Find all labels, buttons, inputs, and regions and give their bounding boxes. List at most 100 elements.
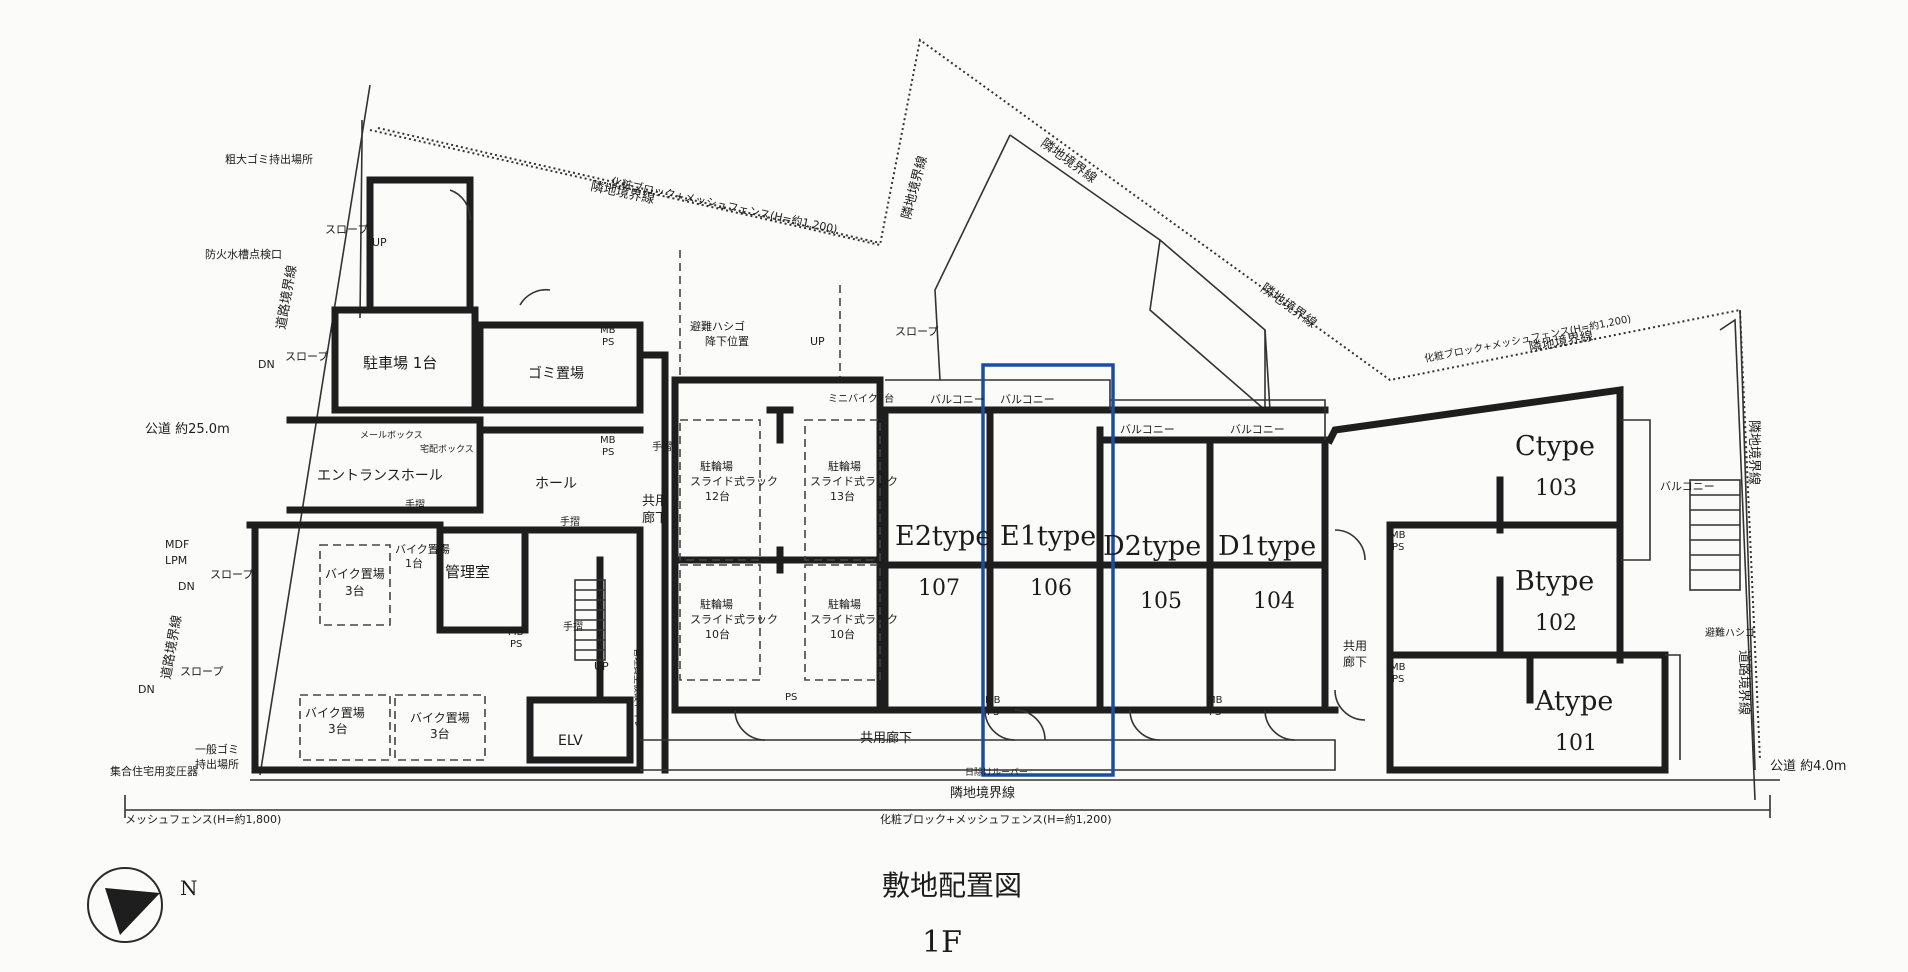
up-label-1: UP: [372, 236, 387, 249]
unit-walls-middle: [640, 379, 1681, 774]
caption-floor: 1F: [922, 925, 962, 960]
selected-unit-highlight[interactable]: [981, 363, 1115, 777]
mb-label-5: MB: [1390, 530, 1406, 541]
left-block-walls: [246, 176, 669, 774]
stairs: [574, 479, 1741, 661]
slope-label-3: スロープ: [210, 568, 253, 581]
fence-bottom-label: 化粧ブロック+メッシュフェンス(H=約1,200): [880, 812, 1112, 826]
ps-label-6: PS: [1392, 674, 1404, 685]
handrail-label-2: 手摺: [560, 515, 580, 528]
ps-label-1: PS: [602, 337, 614, 348]
ps-label-3: PS: [987, 707, 999, 718]
unit-e2-type: E2type: [895, 521, 991, 552]
bike-area-c-count: 3台: [430, 726, 450, 741]
north-compass: N: [87, 867, 198, 943]
ps-label-7: PS: [785, 692, 797, 703]
balcony-e2: バルコニー: [930, 393, 985, 406]
garbage-out-label-2: 持出場所: [195, 757, 239, 771]
unit-c-type: Ctype: [1515, 431, 1595, 462]
unit-b-type: Btype: [1515, 566, 1594, 597]
corridor-right-label-2: 廊下: [1343, 654, 1367, 669]
doors: [449, 189, 1366, 741]
slope-label-4: スロープ: [180, 665, 223, 678]
mb-label-7: MB: [508, 627, 524, 638]
parking-label: 駐車場 1台: [363, 354, 437, 372]
bicycle-tr-title: 駐輪場: [828, 459, 861, 473]
dn-label-1: DN: [258, 358, 275, 371]
unit-e1-type: E1type: [1000, 521, 1096, 552]
dn-label-3: DN: [138, 683, 155, 696]
bike-area-a-count: 3台: [345, 583, 365, 598]
up-label-2: UP: [810, 335, 825, 348]
site-inner-lines: [359, 120, 1271, 411]
unit-a-number: 101: [1555, 731, 1597, 756]
bicycle-tl-title: 駐輪場: [700, 459, 733, 473]
manager-room-label: 管理室: [445, 563, 490, 581]
bike-small-label: バイク置場: [395, 543, 450, 556]
fire-tank-label: 防火水槽点検口: [205, 247, 282, 261]
bicycle-tr-count: 13台: [830, 489, 855, 503]
mesh-fence-label: メッシュフェンス(H=約1,800): [125, 812, 281, 826]
ps-label-2: PS: [602, 447, 614, 458]
compass-arrow: [105, 888, 160, 935]
bicycle-tl-count: 12台: [705, 489, 730, 503]
handrail-label-4: 手摺: [563, 620, 583, 633]
up-label-3: UP: [594, 660, 609, 673]
ps-label-4: PS: [1209, 707, 1221, 718]
bike-area-b-count: 3台: [328, 721, 348, 736]
bicycle-area: [671, 376, 884, 714]
public-road-east: 公道 約4.0m: [1770, 759, 1846, 774]
unit-e1-number: 106: [1030, 576, 1072, 601]
unit-b-number: 102: [1535, 611, 1577, 636]
mb-label-4: MB: [1207, 695, 1223, 706]
lpm-label: LPM: [165, 554, 187, 567]
bike-small-count: 1台: [405, 556, 423, 570]
minibike-label: ミニバイク1台: [828, 392, 894, 405]
garbage-out-label-1: 一般ゴミ: [195, 742, 239, 756]
bicycle-br-title: 駐輪場: [828, 597, 861, 611]
evac-ladder-label-2: 降下位置: [705, 334, 749, 348]
neighbor-boundary-east: 隣地境界線: [1746, 420, 1762, 485]
slope-label-1: スロープ: [325, 223, 368, 236]
bike-area-a-label: バイク置場: [325, 567, 385, 581]
balcony-e1: バルコニー: [1000, 393, 1055, 406]
bicycle-bl-title: 駐輪場: [700, 597, 733, 611]
unit-a-type: Atype: [1534, 686, 1613, 717]
entrance-hall-label: エントランスホール: [317, 468, 443, 484]
neighbor-boundary-bottom: 隣地境界線: [950, 785, 1015, 801]
unit-d2-number: 105: [1140, 589, 1182, 614]
public-road-west: 公道 約25.0m: [145, 422, 230, 437]
road-boundary-east: 道路境界線: [1736, 650, 1752, 715]
evac-ladder-label-1: 避難ハシゴ: [690, 319, 745, 333]
slope-label-5: スロープ: [895, 325, 938, 338]
hall-label: ホール: [535, 476, 577, 492]
bicycle-tr-type: スライド式ラック: [810, 475, 898, 488]
corridor-bottom-label: 共用廊下: [860, 730, 912, 746]
mb-label-6: MB: [1390, 662, 1406, 673]
handrail-label-3: 手摺: [652, 440, 672, 453]
bicycle-bl-count: 10台: [705, 627, 730, 641]
balcony-c: バルコニー: [1660, 480, 1715, 493]
delivery-box-label: 宅配ボックス: [420, 443, 474, 455]
evac-ladder-right-label: 避難ハシゴ: [1705, 626, 1755, 639]
bike-area-b-label: バイク置場: [305, 706, 365, 720]
mb-label-2: MB: [600, 435, 616, 446]
bicycle-bl-type: スライド式ラック: [690, 613, 778, 626]
balcony-d1: バルコニー: [1230, 423, 1285, 436]
neighbor-boundary-mid: 隣地境界線: [898, 154, 930, 221]
unit-c-number: 103: [1535, 476, 1577, 501]
bicycle-br-type: スライド式ラック: [810, 613, 898, 626]
bike-spaces: [299, 544, 486, 761]
bike-area-c-label: バイク置場: [410, 711, 470, 725]
handrail-label-1: 手摺: [405, 498, 425, 511]
unit-e2-number: 107: [918, 576, 960, 601]
transformer-label: 集合住宅用変圧器: [110, 764, 198, 778]
neighbor-boundary-right: 隣地境界線: [1258, 280, 1320, 331]
unit-d2-type: D2type: [1103, 531, 1201, 562]
balcony-d2: バルコニー: [1120, 423, 1175, 436]
elevator-label: ELV: [558, 733, 583, 749]
mb-label-3: MB: [985, 695, 1001, 706]
wheel-stop-label: 日除けルーバー: [965, 766, 1028, 778]
